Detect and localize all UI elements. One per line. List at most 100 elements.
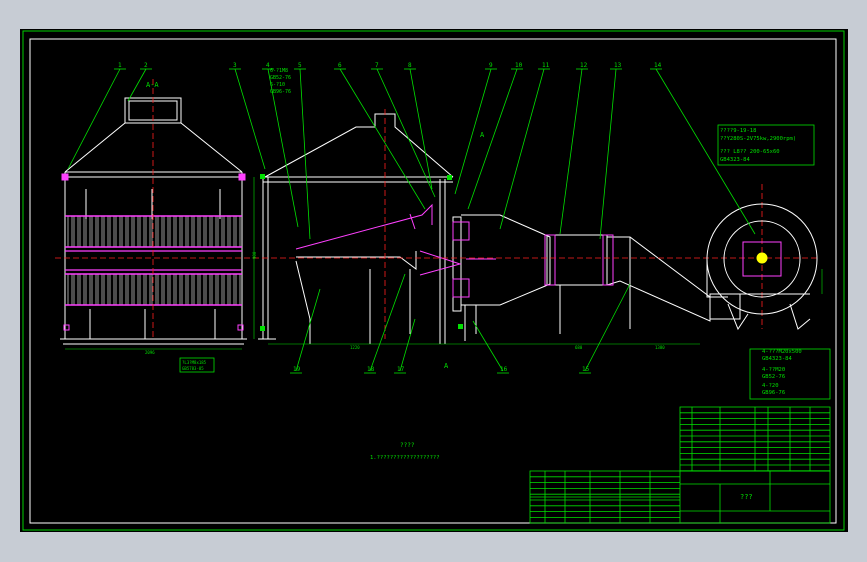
filter-bag [145, 273, 151, 306]
main-view-body [258, 113, 711, 344]
top-annotation-2: GB52-76 [270, 75, 291, 81]
section-view-aa [60, 97, 247, 345]
main-view-magenta [295, 203, 614, 298]
filter-bag [133, 215, 139, 248]
filter-bag [139, 273, 145, 306]
top-annotation-3: 6-?10 [270, 82, 285, 88]
right-annotation-5: 4-?20 [762, 383, 779, 389]
filter-bag [169, 215, 175, 248]
filter-bag [115, 273, 121, 306]
filter-bag [115, 215, 121, 248]
dimension-lines [65, 177, 823, 350]
fan-spec-4: GB4323-84 [720, 157, 750, 163]
right-annotation-4: GB52-76 [762, 374, 785, 380]
cyclone-transition [461, 214, 551, 306]
filter-bag [103, 273, 109, 306]
filter-bag [133, 273, 139, 306]
filter-bag [85, 273, 91, 306]
filter-bag [187, 215, 193, 248]
filter-bag [235, 215, 241, 248]
dim-680: 680 [575, 345, 583, 350]
filter-bag [193, 273, 199, 306]
filter-bag [217, 215, 223, 248]
balloon-12: 12 [580, 62, 588, 69]
balloon-3: 3 [233, 62, 237, 69]
balloon-5: 5 [298, 62, 302, 69]
balloon-6: 6 [338, 62, 342, 69]
dim-2096: 2096 [145, 350, 155, 355]
filter-bag [67, 215, 73, 248]
notes-text: 1.??????????????????? [370, 455, 440, 461]
filter-bag [193, 215, 199, 248]
balloon-14: 14 [654, 62, 662, 69]
notes-title: ???? [400, 442, 415, 449]
fan-spec-3: ??? L8?? 200-65x60 [720, 149, 780, 155]
filter-bag [181, 273, 187, 306]
filter-bag [211, 215, 217, 248]
filter-bag [73, 273, 79, 306]
filter-bag [85, 215, 91, 248]
leader-lines [67, 68, 756, 372]
filter-bag [121, 273, 127, 306]
filter-bag [79, 215, 85, 248]
balloon-19: 19 [293, 366, 301, 373]
bottom-left-annotation-2: GB5783-85 [182, 366, 204, 371]
duct-section [546, 234, 608, 286]
filter-bag [109, 215, 115, 248]
parts-list-table [679, 406, 831, 472]
balloon-17: 17 [397, 366, 405, 373]
filter-bag [97, 215, 103, 248]
filter-bag [217, 273, 223, 306]
bottom-left-annotation-1: ?L3?M8x185 [182, 360, 207, 365]
hood-roof [64, 122, 243, 173]
balloon-16: 16 [500, 366, 508, 373]
balloon-1: 1 [118, 62, 122, 69]
filter-bag [163, 215, 169, 248]
right-annotation-6: GB96-76 [762, 390, 785, 396]
balloon-9: 9 [489, 62, 493, 69]
top-annotation-4: GB96-76 [270, 89, 291, 95]
title-block [529, 470, 831, 524]
filter-bag [229, 215, 235, 248]
right-annotation-1: 4-???M20x500 [762, 349, 802, 355]
hood-magenta-detail [61, 173, 246, 331]
filter-bag [175, 273, 181, 306]
weld-markers [260, 174, 463, 331]
filter-bag [205, 273, 211, 306]
annotation-boxes [179, 124, 831, 400]
filter-bag [223, 273, 229, 306]
balloon-2: 2 [144, 62, 148, 69]
filter-bag [97, 273, 103, 306]
filter-bag [139, 215, 145, 248]
filter-bag [109, 273, 115, 306]
dim-1220: 1220 [350, 345, 360, 350]
dim-900: 900 [252, 251, 257, 259]
section-label: A-A [146, 81, 159, 89]
filter-bag [223, 215, 229, 248]
balloon-18: 18 [367, 366, 375, 373]
section-mark-lower: A [444, 362, 449, 370]
balloon-7: 7 [375, 62, 379, 69]
filter-bag [187, 273, 193, 306]
filter-bag [211, 273, 217, 306]
right-annotation-3: 4-??M20 [762, 367, 785, 373]
title-block-name: ??? [740, 493, 753, 501]
balloon-13: 13 [614, 62, 622, 69]
filter-bag [199, 215, 205, 248]
right-annotation-2: GB4323-84 [762, 356, 792, 362]
filter-bag [235, 273, 241, 306]
filter-bag-rows [65, 215, 242, 306]
fan-spec-1: ????9-19-18 [720, 128, 756, 134]
balloon-4: 4 [266, 62, 270, 69]
filter-bag [205, 215, 211, 248]
fan-hub [742, 241, 782, 277]
filter-bag [157, 273, 163, 306]
filter-bag [91, 273, 97, 306]
filter-bag [157, 215, 163, 248]
filter-bag [73, 215, 79, 248]
top-annotation-1: 6-?1M8 [270, 68, 288, 74]
section-mark: A [480, 131, 485, 139]
dim-1380: 1380 [655, 345, 665, 350]
